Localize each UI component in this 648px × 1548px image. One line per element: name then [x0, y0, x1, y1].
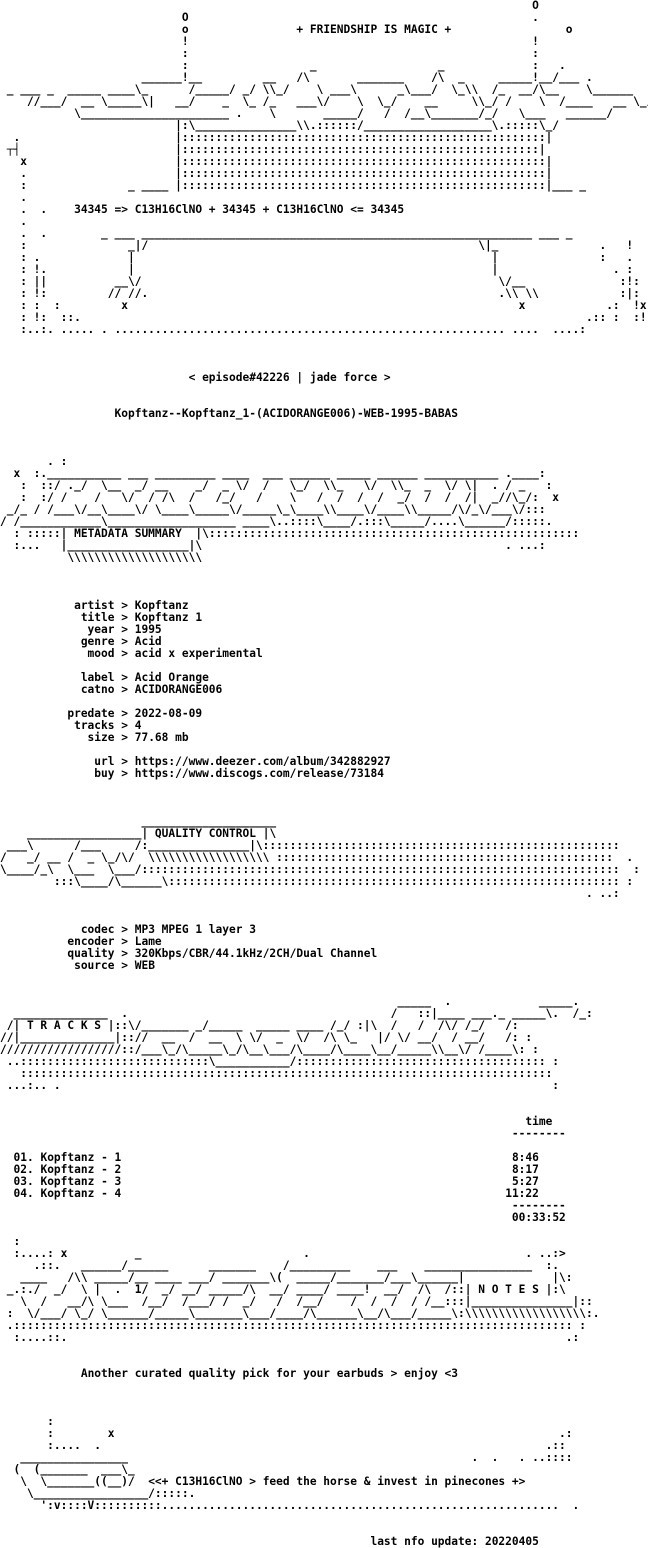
metadata-block: artist > Kopftanz title > Kopftanz 1 yea… [0, 599, 391, 780]
track-4-title: Kopftanz - 4 [40, 1187, 122, 1200]
notes-banner: : :....: x _ . . ..:> .::. ______/______… [6, 1235, 600, 1344]
track-3-time: 5:27 [511, 1175, 539, 1188]
quality-encoder: Lame [134, 935, 162, 948]
tracks-banner: _____ . _____. ______________ . / ::|___… [0, 995, 593, 1092]
track-1-title: Kopftanz - 1 [40, 1151, 122, 1164]
metadata-label: Acid Orange [134, 671, 209, 684]
tracklist-block: time -------- 01. Kopftanz - 1 8:46 02. … [0, 1116, 648, 1224]
track-row-4: 04. Kopftanz - 4 11:22 [0, 1188, 648, 1200]
quality-source: WEB [134, 959, 155, 972]
track-3-title: Kopftanz - 3 [40, 1175, 122, 1188]
metadata-title: METADATA SUMMARY [74, 527, 182, 540]
track-2-time: 8:17 [511, 1163, 539, 1176]
quality-banner: ____________________ _________________| … [0, 815, 640, 900]
metadata-year: 1995 [134, 623, 162, 636]
track-4-no: 04. [13, 1187, 34, 1200]
metadata-predate: 2022-08-09 [134, 707, 203, 720]
last-update: last nfo update: 20220405 [370, 1535, 539, 1548]
track-row-1: 01. Kopftanz - 1 8:46 [0, 1152, 648, 1164]
metadata-mood: acid x experimental [134, 647, 263, 660]
formula-line: 34345 => C13H16ClNO + 34345 + C13H16ClNO… [74, 203, 405, 216]
tracklist-total: 00:33:52 [511, 1211, 566, 1224]
metadata-genre: Acid [134, 635, 162, 648]
track-2-no: 02. [13, 1163, 34, 1176]
quality-quality: 320Kbps/CBR/44.1kHz/2CH/Dual Channel [134, 947, 378, 960]
metadata-size: 77.68 mb [134, 731, 189, 744]
metadata-catno: ACIDORANGE006 [134, 683, 223, 696]
track-4-time: 11:22 [505, 1187, 539, 1200]
footer-line: <<+ C13H16ClNO > feed the horse & invest… [148, 1475, 526, 1488]
metadata-url: https://www.deezer.com/album/342882927 [134, 755, 391, 768]
track-2-title: Kopftanz - 2 [40, 1163, 122, 1176]
release-name: Kopftanz--Kopftanz_1-(ACIDORANGE006)-WEB… [114, 407, 459, 420]
track-row-3: 03. Kopftanz - 3 5:27 [0, 1176, 648, 1188]
track-1-no: 01. [13, 1151, 34, 1164]
quality-codec: MP3 MPEG 1 layer 3 [134, 923, 256, 936]
notes-text: Another curated quality pick for your ea… [80, 1367, 459, 1380]
metadata-title-value: Kopftanz 1 [134, 611, 203, 624]
metadata-artist: Kopftanz [134, 599, 189, 612]
footer-art: : : x .: :.... . .:: ________________ [13, 1415, 580, 1512]
track-3-no: 03. [13, 1175, 34, 1188]
metadata-buy: https://www.discogs.com/release/73184 [134, 767, 384, 780]
quality-block: codec > MP3 MPEG 1 layer 3 encoder > Lam… [0, 923, 378, 972]
notes-title: N O T E S [478, 1283, 539, 1296]
ascii-logo-header: O O . o + FRIENDSHIP IS MAGIC + o ! [6, 0, 648, 336]
tracks-title: T R A C K S [26, 1019, 102, 1032]
quality-title: QUALITY CONTROL [154, 827, 256, 840]
metadata-tracks: 4 [134, 719, 142, 732]
track-row-2: 02. Kopftanz - 2 8:17 [0, 1164, 648, 1176]
episode-line: < episode#42226 | jade force > [188, 371, 391, 384]
tracklist-time-header: time [525, 1115, 553, 1128]
track-1-time: 8:46 [511, 1151, 539, 1164]
metadata-banner: . : x :.___________ ___ _________ ____ _… [0, 455, 580, 564]
group-header-line: + FRIENDSHIP IS MAGIC + [296, 23, 452, 36]
